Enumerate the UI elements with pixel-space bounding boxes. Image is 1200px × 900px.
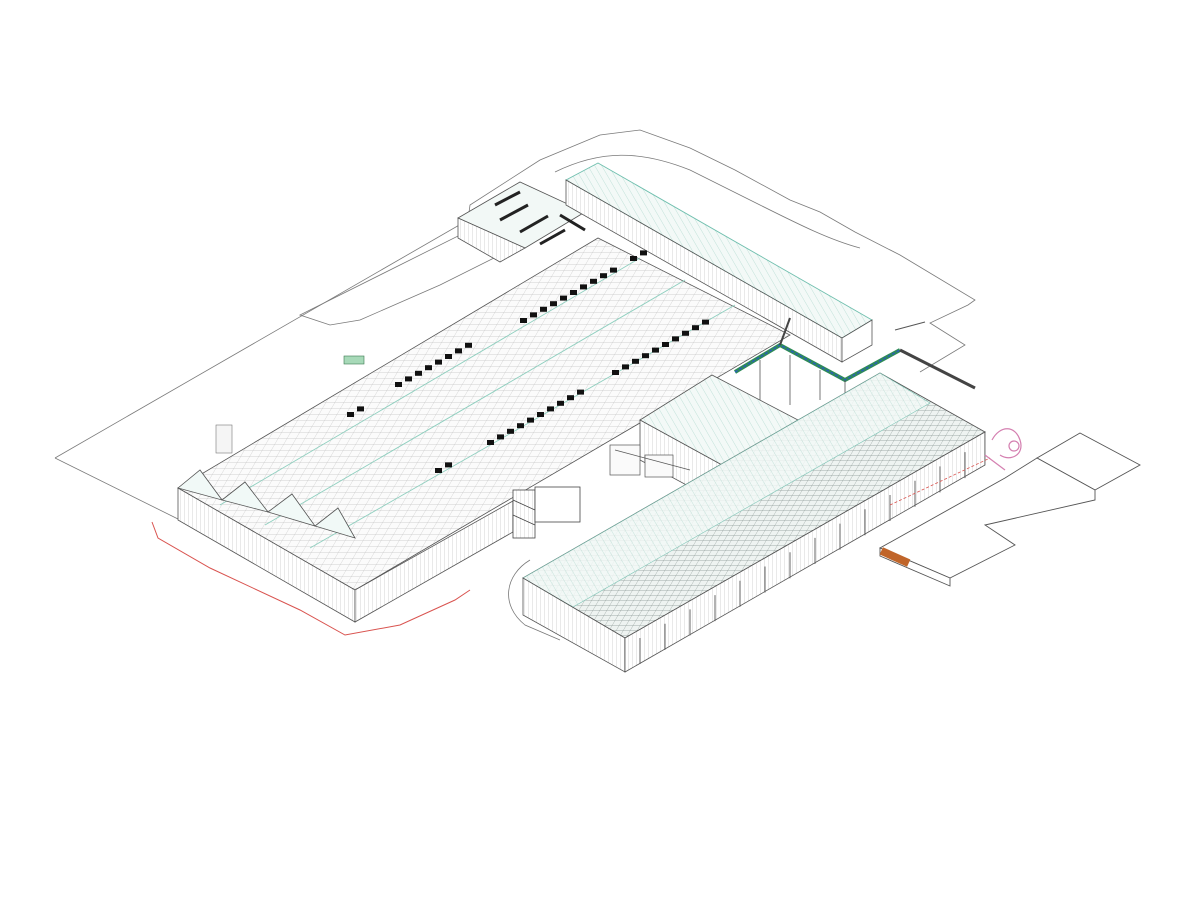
- skylight: [445, 354, 452, 359]
- drive-curve: [508, 559, 561, 641]
- skylight: [632, 358, 639, 364]
- skylight: [347, 412, 354, 417]
- conveyor-bridge: [733, 317, 976, 405]
- skylight: [537, 412, 544, 417]
- machinery: [609, 444, 691, 478]
- skylight: [445, 462, 452, 468]
- warehouse-bays: [639, 452, 966, 664]
- platform-marker: [879, 547, 911, 567]
- skylight: [550, 301, 557, 307]
- skylight: [395, 382, 402, 387]
- skylight: [640, 250, 647, 256]
- skylight: [560, 295, 567, 301]
- skylight: [530, 312, 537, 318]
- skylight: [487, 440, 494, 445]
- front-boundary-red: [151, 521, 471, 636]
- skylight: [425, 365, 432, 371]
- service-line-red: [889, 457, 991, 506]
- skylight: [435, 468, 442, 473]
- skylight: [517, 423, 524, 429]
- skylight: [580, 284, 587, 290]
- skylight: [465, 342, 472, 348]
- skylight: [622, 364, 629, 370]
- skylight: [567, 395, 574, 401]
- skylight: [662, 342, 669, 347]
- gable-ends: [177, 469, 356, 539]
- skylight: [570, 290, 577, 295]
- site-outline: [54, 129, 976, 459]
- skylight: [540, 306, 547, 312]
- skylight: [497, 434, 504, 440]
- skylight: [612, 370, 619, 375]
- skylight: [652, 347, 659, 353]
- skylight: [682, 330, 689, 336]
- skylight: [590, 278, 597, 284]
- long-shed: [565, 162, 873, 363]
- duct-tower: [215, 424, 233, 454]
- rear-road-curve: [554, 154, 861, 249]
- skylight: [577, 389, 584, 395]
- main-factory-hall: [177, 237, 791, 623]
- loading-platform: [878, 432, 1141, 587]
- skylight: [672, 336, 679, 342]
- side-vent-green: [343, 355, 365, 365]
- skylight: [642, 353, 649, 359]
- pipework: [984, 428, 1022, 471]
- skylight: [610, 267, 617, 273]
- skylight: [405, 376, 412, 382]
- skylight: [527, 417, 534, 423]
- skylight: [415, 370, 422, 376]
- skylight: [692, 325, 699, 331]
- skylight: [557, 400, 564, 406]
- front-boundary: [54, 457, 181, 521]
- annex-skylights: [494, 190, 586, 246]
- skylight: [702, 319, 709, 325]
- skylight: [520, 318, 527, 323]
- solar-warehouse: [508, 372, 986, 673]
- skylight: [455, 348, 462, 354]
- skylight: [507, 428, 514, 434]
- skylights: [347, 250, 709, 473]
- skylight: [435, 359, 442, 365]
- north-annex: [457, 181, 586, 263]
- stair-tower: [512, 486, 581, 539]
- skylight: [547, 406, 554, 412]
- skylight: [600, 273, 607, 279]
- skylight: [357, 406, 364, 412]
- skylight: [630, 256, 637, 261]
- conveyor-supports: [759, 355, 846, 405]
